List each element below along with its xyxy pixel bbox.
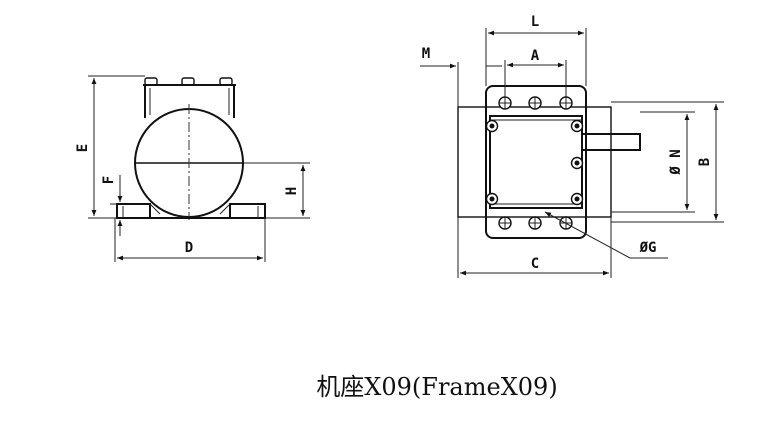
label-b: B: [697, 158, 713, 166]
mounting-holes-top: [498, 96, 573, 110]
dimension-d: D: [114, 218, 266, 262]
top-view: L A M Ø N B: [420, 14, 724, 278]
dimension-a: A: [504, 48, 567, 97]
dimension-e: E: [75, 75, 145, 219]
label-d: D: [185, 240, 193, 256]
label-e: E: [75, 144, 91, 152]
label-a: A: [531, 48, 540, 64]
top-outer-frame: [457, 106, 612, 218]
top-shaft: [582, 133, 641, 151]
top-flange: [485, 85, 587, 239]
label-f: F: [101, 176, 117, 184]
label-c: C: [531, 256, 539, 272]
side-view: E F H D: [75, 75, 310, 262]
dimension-h: H: [244, 162, 310, 219]
dimension-g: ØG: [544, 211, 668, 259]
dimension-f: F: [101, 175, 123, 236]
drawing-caption: 机座X09(FrameX09): [316, 373, 557, 401]
label-m: M: [422, 46, 430, 62]
dimension-m: M: [420, 46, 502, 107]
dimension-n: Ø N: [611, 111, 695, 213]
dimension-l: L: [485, 14, 587, 86]
label-h: H: [284, 187, 300, 195]
body-bolts: [485, 119, 584, 206]
side-housing: [134, 84, 244, 220]
mounting-holes-bottom: [498, 216, 573, 230]
side-terminals: [144, 77, 233, 86]
dimension-b: B: [611, 101, 724, 223]
side-base: [116, 203, 266, 219]
label-l: L: [531, 14, 539, 30]
label-g: ØG: [639, 240, 657, 256]
label-n: Ø N: [668, 149, 684, 175]
top-inner-body: [489, 115, 583, 209]
